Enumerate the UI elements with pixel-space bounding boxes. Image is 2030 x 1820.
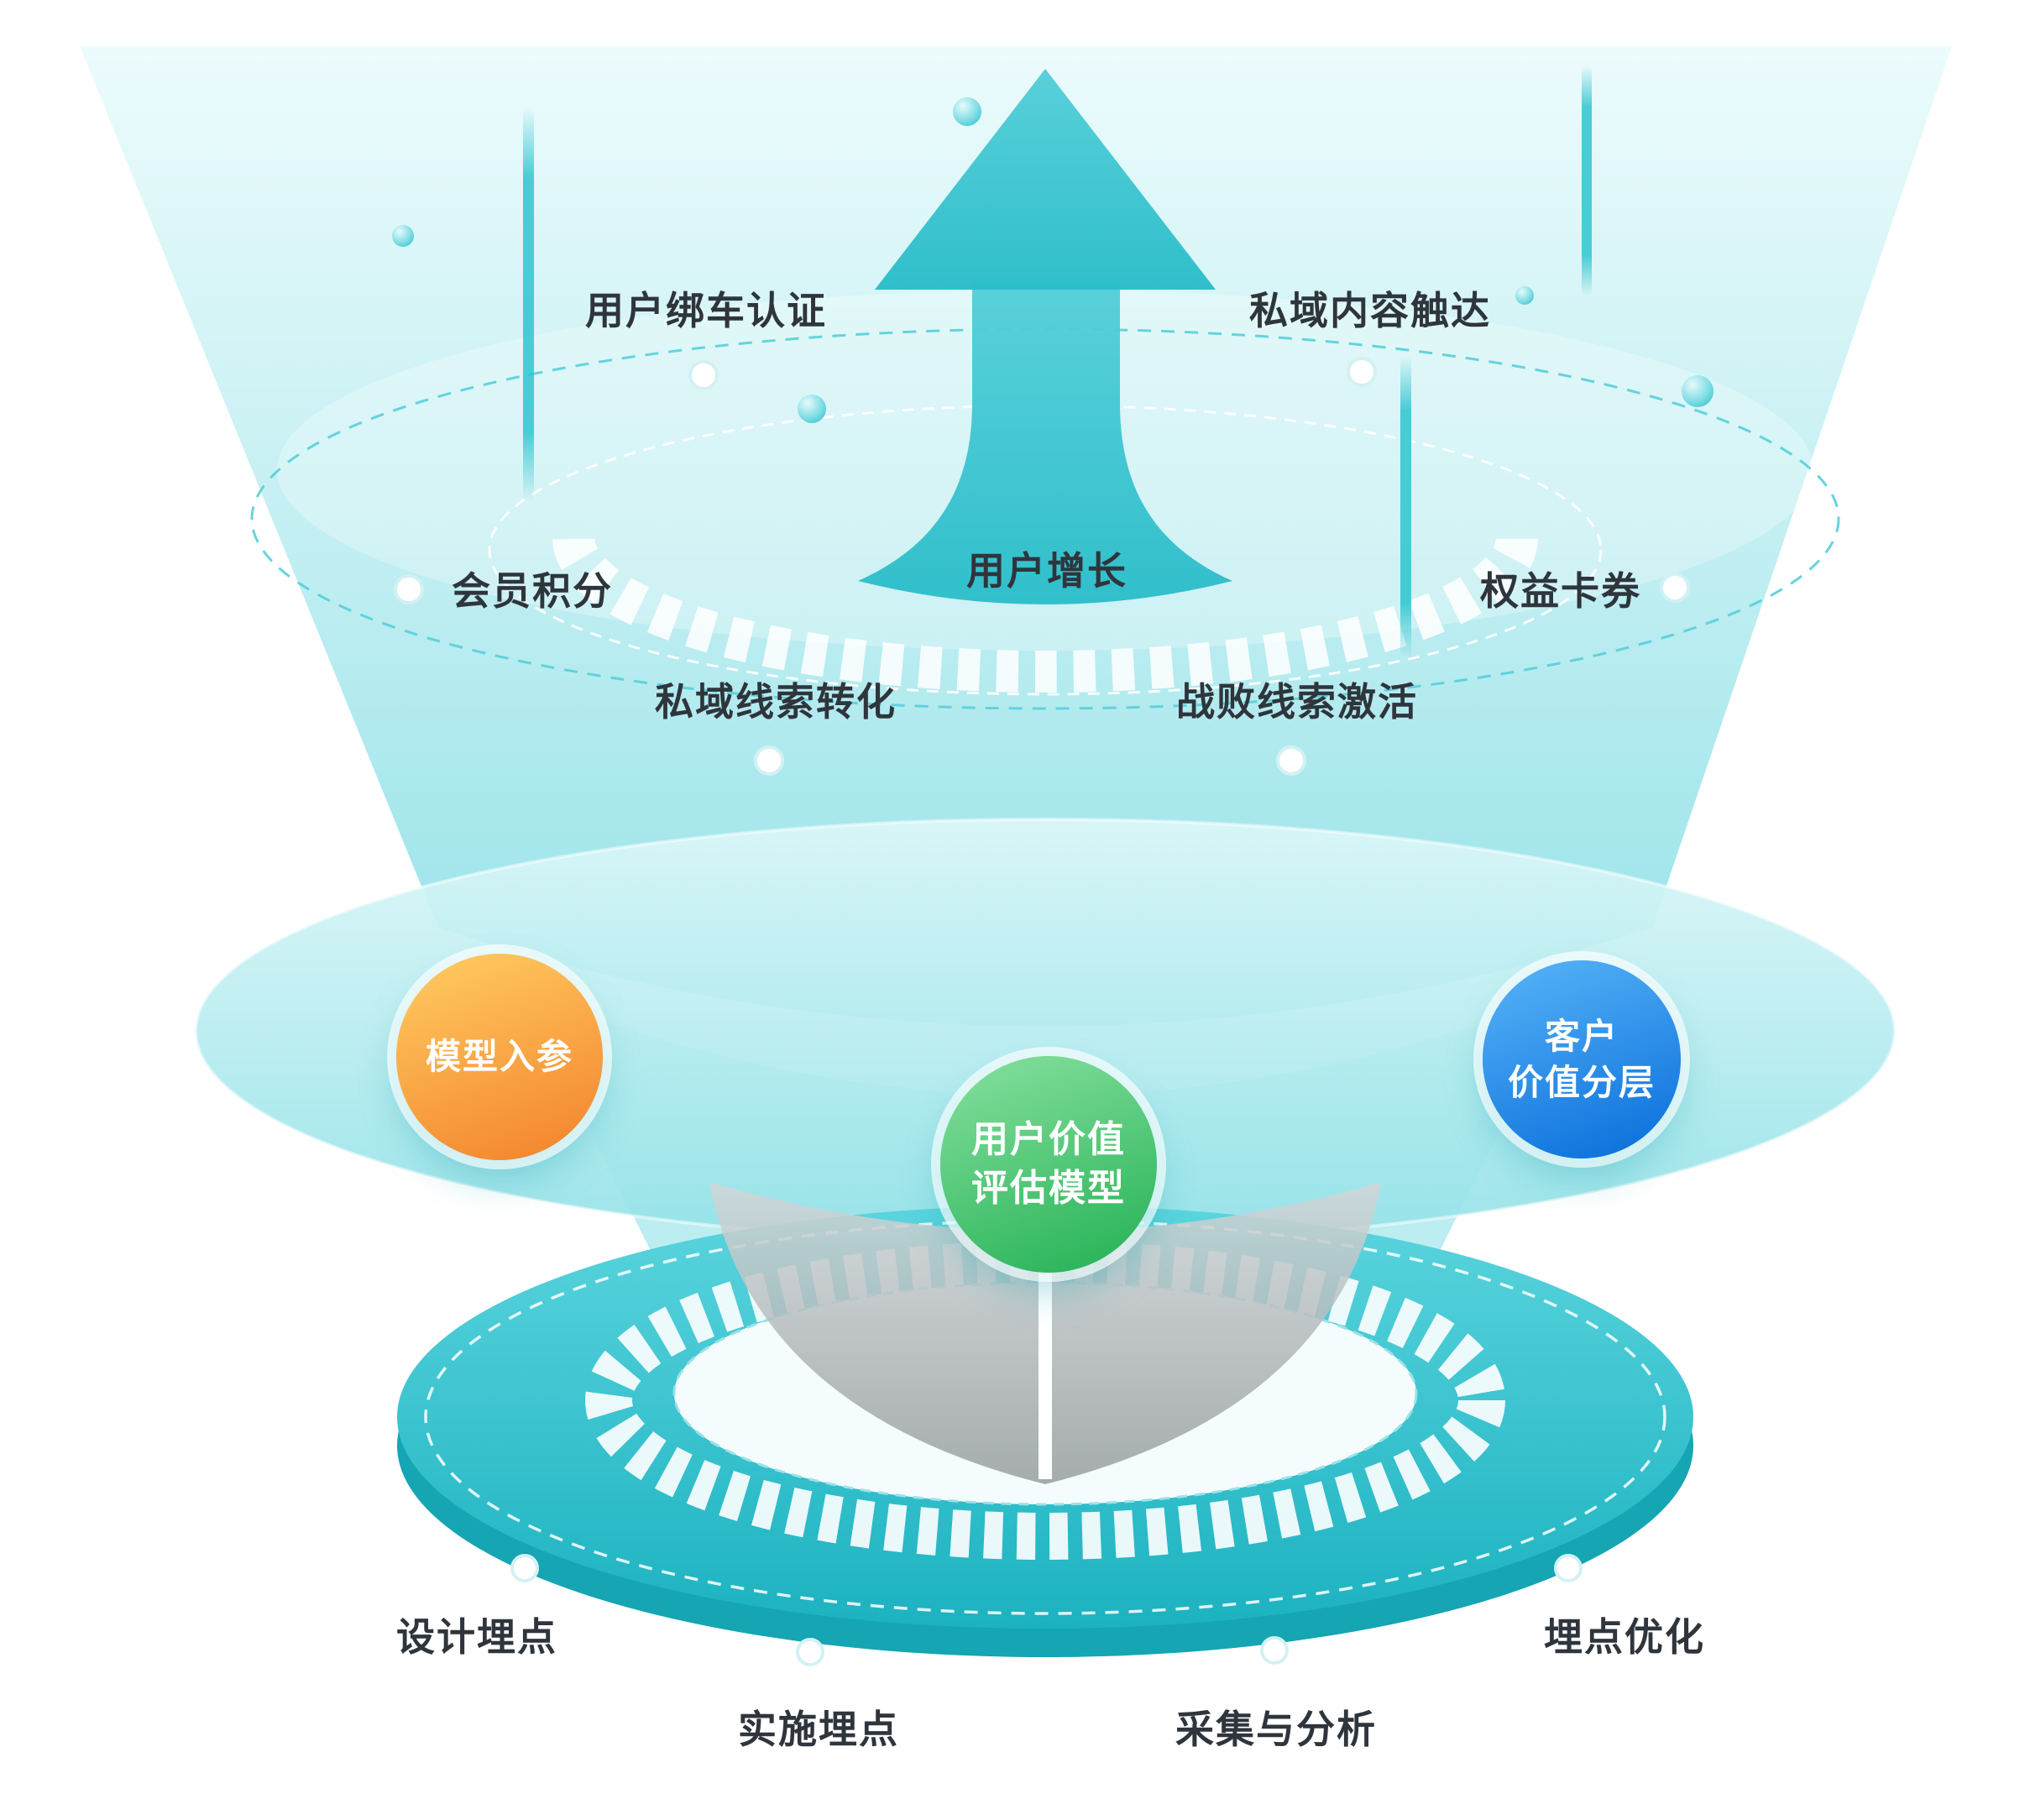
top-tick-ring — [552, 539, 1538, 693]
marker-dot — [796, 1638, 824, 1666]
node-customer-value-tiering-line2: 价值分层 — [1507, 1063, 1656, 1102]
bowl-divider — [1039, 1251, 1052, 1479]
marker-dot — [688, 360, 719, 390]
node-model-input-label: 模型入参 — [425, 1037, 573, 1077]
label-member-points: 会员积分 — [452, 569, 613, 613]
label-implement-tracking: 实施埋点 — [738, 1708, 899, 1751]
label-design-tracking: 设计埋点 — [396, 1615, 557, 1659]
marker-dot — [1660, 573, 1690, 603]
label-user-growth: 用户增长 — [966, 549, 1127, 593]
marker-dot — [394, 574, 424, 604]
marker-dot — [1276, 745, 1306, 776]
light-streaks — [523, 65, 1592, 658]
node-user-value-model: 用户价值 评估模型 — [940, 1056, 1157, 1273]
node-customer-value-tiering-line1: 客户 — [1544, 1016, 1619, 1056]
node-user-value-model-line1: 用户价值 — [971, 1118, 1126, 1160]
label-private-lead-conversion: 私域线索转化 — [655, 680, 897, 724]
growth-arrow-icon — [858, 69, 1232, 604]
marker-dot — [510, 1554, 539, 1582]
funnel-bowl — [709, 1182, 1381, 1484]
label-private-content-reach: 私域内容触达 — [1249, 289, 1491, 332]
bubble-icons — [392, 97, 1713, 423]
label-lost-lead-activation: 战败线索激活 — [1176, 680, 1418, 724]
label-user-bind-auth: 用户绑车认证 — [585, 289, 827, 332]
marker-dot — [1260, 1636, 1289, 1665]
marker-dot — [754, 745, 784, 776]
node-user-value-model-line2: 评估模型 — [971, 1168, 1126, 1209]
marker-dot — [1554, 1554, 1583, 1582]
node-customer-value-tiering: 客户 价值分层 — [1483, 960, 1681, 1158]
marker-dot — [1347, 357, 1377, 387]
label-tracking-optimization: 埋点优化 — [1544, 1615, 1705, 1659]
node-model-input: 模型入参 — [396, 954, 603, 1160]
marker-dots — [394, 357, 1690, 1666]
label-collection-analysis: 采集与分析 — [1175, 1708, 1377, 1751]
label-benefit-cards: 权益卡券 — [1480, 569, 1641, 613]
